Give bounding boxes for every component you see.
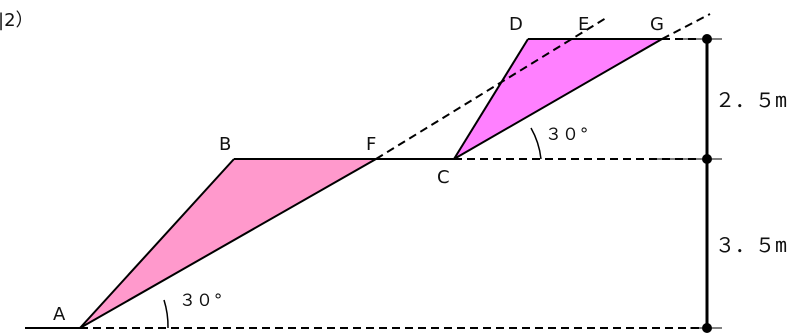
lower-30deg-solid	[79, 158, 377, 329]
lower-angle-label: ３０°	[179, 291, 223, 311]
upper-30deg-solid	[453, 38, 663, 160]
upper-height-label: ２．５m	[715, 88, 787, 112]
point-b-label: B	[219, 134, 231, 155]
slope-cd	[453, 38, 529, 160]
measure-dot-bottom	[702, 323, 712, 333]
point-f-label: F	[366, 134, 376, 155]
lower-30deg-dashed	[375, 17, 607, 160]
point-a-label: A	[53, 304, 66, 325]
point-d-label: D	[509, 14, 523, 35]
point-g-label: G	[650, 14, 664, 35]
slope-ab	[79, 158, 235, 329]
upper-angle-label: ３０°	[545, 125, 589, 145]
lower-height-label: ３．５m	[715, 233, 787, 257]
lower-angle-arc	[163, 299, 169, 329]
point-e-label: E	[578, 14, 589, 35]
measure-dot-top	[702, 34, 712, 44]
point-c-label: C	[437, 167, 450, 188]
upper-30deg-dashed	[661, 13, 711, 40]
figure-caption: |2）	[0, 10, 34, 31]
upper-angle-arc	[530, 127, 542, 160]
measure-dot-mid	[702, 154, 712, 164]
